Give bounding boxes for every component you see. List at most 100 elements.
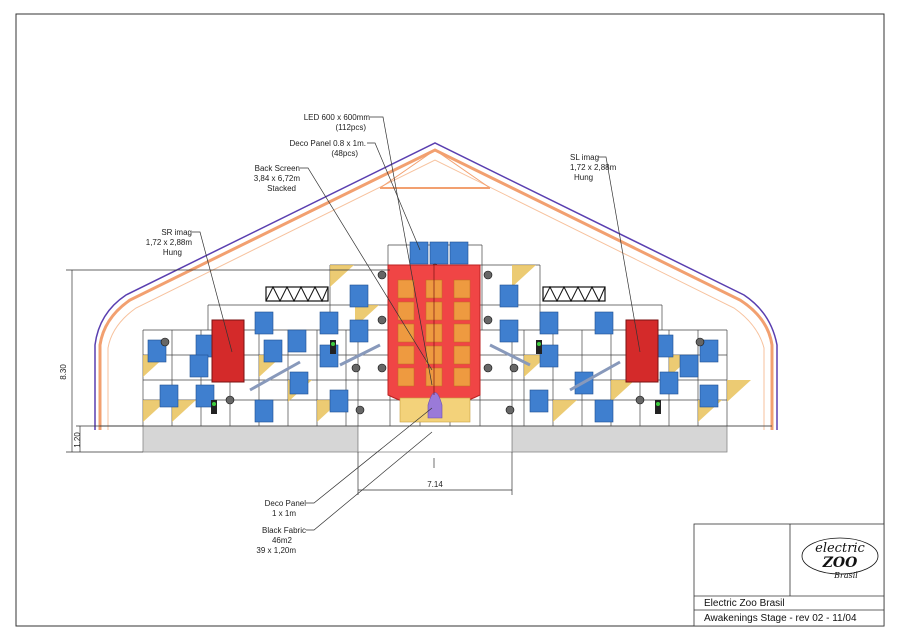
led-panel	[159, 384, 179, 408]
title-client: Electric Zoo Brasil	[704, 598, 785, 609]
sl-imag-label-line1: SL imag	[570, 153, 599, 162]
led-panel	[409, 241, 429, 265]
screen-deco-tile	[453, 345, 471, 365]
deco-panel	[330, 265, 354, 287]
overhead-truss-left	[265, 285, 329, 303]
led-panel	[263, 339, 283, 363]
sr-imag-label-line2: 1,72 x 2,88m	[146, 238, 193, 247]
black-fabric-label-line1: Black Fabric	[262, 526, 306, 535]
led-panel	[594, 311, 614, 335]
back-screen-label-line2: 3,84 x 6,72m	[254, 174, 301, 183]
screen-deco-tile	[453, 367, 471, 387]
deco-top-label-line1: Deco Panel 0.8 x 1m.	[290, 139, 366, 148]
screen-deco-tile	[397, 279, 415, 299]
led-panel	[699, 339, 719, 363]
sr-imag-label-line3: Hung	[163, 248, 182, 257]
light-fixture	[483, 270, 493, 280]
black-fabric-label-line3: 39 x 1,20m	[256, 546, 296, 555]
signal-light	[212, 402, 216, 406]
led-panel	[287, 329, 307, 353]
electric-zoo-logo: electric ZOO Brasil	[801, 537, 879, 580]
sr-imag-screen	[211, 319, 245, 383]
sl-imag-screen	[625, 319, 659, 383]
light-fixture	[355, 405, 365, 415]
back-screen-label-line3: Stacked	[267, 184, 296, 193]
led-panel	[429, 241, 449, 265]
screen-deco-tile	[397, 367, 415, 387]
led-label-line2: (112pcs)	[335, 123, 366, 132]
title-block	[693, 523, 885, 627]
light-fixture	[377, 315, 387, 325]
light-fixture	[509, 363, 519, 373]
height-dimension-label: 8.30	[59, 364, 68, 380]
deco-top-label-line2: (48pcs)	[331, 149, 358, 158]
light-fixture	[695, 337, 705, 347]
led-panel	[329, 389, 349, 413]
screen-deco-tile	[453, 279, 471, 299]
leader-lines	[192, 116, 641, 531]
deco-bottom-label-line1: Deco Panel	[265, 499, 307, 508]
back-screen-label-line1: Back Screen	[255, 164, 300, 173]
led-panel	[594, 399, 614, 423]
overhead-truss-right	[542, 285, 606, 303]
screen-deco-tile	[453, 323, 471, 343]
led-panel	[679, 354, 699, 378]
base-height-dimension-label: 1.20	[73, 432, 82, 448]
led-panel	[529, 389, 549, 413]
led-panel	[195, 384, 215, 408]
deco-panel	[611, 380, 635, 402]
height-dimension	[66, 269, 390, 453]
screen-deco-tile	[397, 345, 415, 365]
light-fixture	[635, 395, 645, 405]
screen-deco-tile	[397, 323, 415, 343]
led-label-line1: LED 600 x 600mm	[304, 113, 371, 122]
screen-deco-tile	[397, 301, 415, 321]
logo-line1: electric	[815, 541, 865, 556]
deco-bottom-label-line2: 1 x 1m	[272, 509, 296, 518]
light-fixture	[483, 363, 493, 373]
signal-box	[655, 400, 661, 414]
light-fixture	[377, 270, 387, 280]
deco-panel	[553, 400, 577, 422]
light-fixture	[351, 363, 361, 373]
logo-line2: ZOO	[822, 555, 858, 571]
led-panel	[147, 339, 167, 363]
light-fixture	[483, 315, 493, 325]
led-panel	[499, 319, 519, 343]
led-panel	[319, 311, 339, 335]
led-panel	[349, 319, 369, 343]
led-panel	[699, 384, 719, 408]
signal-box	[536, 340, 542, 354]
led-panel	[254, 399, 274, 423]
sl-imag-label-line2: 1,72 x 2,88m	[570, 163, 617, 172]
title-drawing: Awakenings Stage - rev 02 - 11/04	[704, 613, 857, 624]
led-panel	[349, 284, 369, 308]
signal-light	[656, 402, 660, 406]
signal-box	[330, 340, 336, 354]
sheet-frame	[15, 13, 885, 627]
light-fixture	[160, 337, 170, 347]
led-panel	[254, 311, 274, 335]
led-panel	[539, 344, 559, 368]
signal-light	[331, 342, 335, 346]
logo-line3: Brasil	[833, 571, 858, 580]
deco-panel	[727, 380, 751, 402]
width-dimension-label: 7.14	[427, 480, 443, 489]
roof-truss	[94, 142, 778, 430]
width-dimension	[357, 452, 513, 495]
diagonal-trusses	[249, 343, 621, 392]
light-fixture	[505, 405, 515, 415]
led-panel	[189, 354, 209, 378]
signal-light	[537, 342, 541, 346]
signal-box	[211, 400, 217, 414]
led-panel	[539, 311, 559, 335]
led-panel	[289, 371, 309, 395]
led-panel	[195, 334, 215, 358]
stage-base	[100, 425, 772, 453]
light-fixture	[225, 395, 235, 405]
deco-panel	[512, 265, 536, 287]
led-panel	[659, 371, 679, 395]
black-fabric-label-line2: 46m2	[272, 536, 293, 545]
light-fixture	[377, 363, 387, 373]
